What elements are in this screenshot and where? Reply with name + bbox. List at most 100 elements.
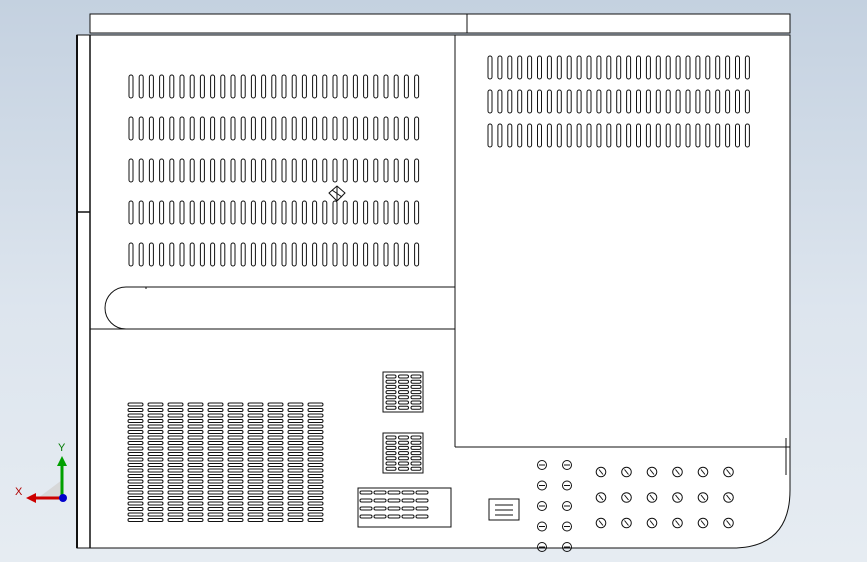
- small-port-hole: [537, 460, 547, 470]
- upper-left-vent-slot: [179, 242, 185, 267]
- lower-grille-slot: [207, 402, 224, 407]
- upper-left-vent-slot: [383, 242, 389, 267]
- upper-left-vent-slot: [199, 242, 205, 267]
- small-vent-mid-slot: [398, 461, 409, 466]
- lower-grille-slot: [167, 408, 184, 412]
- lower-grille-slot: [187, 441, 204, 445]
- lower-grille-slot: [227, 435, 244, 440]
- upper-left-vent-slot: [342, 242, 348, 267]
- lower-grille-slot: [167, 512, 184, 517]
- lower-grille-slot: [147, 512, 164, 517]
- bottom-vent-slot: [359, 514, 373, 519]
- lower-grille-slot: [287, 430, 304, 434]
- upper-left-vent-slot: [148, 200, 154, 225]
- lower-grille-slot: [267, 512, 284, 517]
- upper-left-vent-slot: [363, 116, 369, 141]
- lower-grille-slot: [187, 413, 204, 418]
- lower-grille-slot: [187, 463, 204, 467]
- lower-grille-slot: [247, 463, 264, 467]
- lower-grille-slot: [167, 490, 184, 495]
- lower-grille-slot: [207, 441, 224, 445]
- small-port-hole: [562, 542, 572, 552]
- lower-grille-slot: [187, 457, 204, 462]
- upper-left-vent-slot: [414, 158, 420, 183]
- lower-grille-slot: [167, 507, 184, 511]
- lower-grille-slot: [287, 446, 304, 451]
- upper-right-vent-slot: [695, 55, 701, 80]
- upper-left-vent-slot: [301, 200, 307, 225]
- lower-grille-slot: [287, 463, 304, 467]
- lower-grille-slot: [187, 424, 204, 429]
- upper-right-vent-slot: [725, 89, 731, 114]
- lower-grille-slot: [307, 446, 324, 451]
- lower-grille-slot: [207, 413, 224, 418]
- upper-right-vent-slot: [586, 55, 592, 80]
- upper-left-vent-slot: [393, 74, 399, 99]
- upper-right-vent-slot: [566, 123, 572, 148]
- lower-grille-slot: [127, 479, 144, 484]
- small-vent-mid-slot: [410, 435, 422, 440]
- enclosure-part[interactable]: [76, 13, 791, 552]
- lower-grille-slot: [307, 468, 324, 473]
- upper-right-vent-slot: [586, 123, 592, 148]
- round-port-mark: [700, 469, 706, 475]
- lower-grille-slot: [227, 485, 244, 489]
- round-port-mark: [726, 469, 731, 475]
- lower-grille-slot: [227, 441, 244, 445]
- upper-right-vent-slot: [725, 55, 731, 80]
- lower-grille-slot: [207, 518, 224, 522]
- lower-grille-slot: [267, 496, 284, 500]
- upper-right-vent-slot: [675, 123, 681, 148]
- upper-right-vent-slot: [655, 89, 661, 114]
- upper-right-vent-slot: [705, 89, 711, 114]
- upper-left-vent-slot: [342, 74, 348, 99]
- round-port-mark: [675, 520, 680, 526]
- upper-right-vent-slot: [616, 89, 622, 114]
- upper-right-vent-slot: [626, 123, 632, 148]
- small-vent-mid-slot: [410, 456, 422, 461]
- upper-left-vent-slot: [169, 74, 175, 99]
- upper-right-vent-slot: [735, 55, 740, 80]
- small-vent-mid-frame: [382, 432, 424, 474]
- upper-left-vent-slot: [281, 116, 287, 141]
- upper-left-vent-slot: [332, 158, 338, 183]
- upper-left-vent-slot: [138, 242, 144, 267]
- upper-left-vent-slot: [332, 116, 338, 141]
- upper-left-vent-slot: [363, 74, 369, 99]
- lower-grille-slot: [227, 413, 244, 418]
- lower-grille-slot: [127, 446, 144, 451]
- round-port-hole: [723, 517, 734, 529]
- lower-grille-slot: [207, 507, 224, 511]
- upper-left-vent-slot: [281, 242, 287, 267]
- lower-grille-slot: [267, 430, 284, 434]
- lower-grille-slot: [207, 501, 224, 506]
- upper-right-vent-slot: [606, 123, 612, 148]
- lower-grille-slot: [307, 424, 324, 429]
- upper-left-vent-slot: [169, 116, 175, 141]
- small-vent-mid-slot: [385, 435, 397, 440]
- upper-left-vent-slot: [210, 200, 216, 225]
- upper-left-vent-slot: [373, 242, 379, 267]
- bottom-vent-slot: [373, 514, 387, 519]
- upper-right-vent-slot: [616, 55, 622, 80]
- lower-grille-slot: [127, 424, 144, 429]
- bottom-vent-slot: [373, 498, 387, 503]
- bottom-vent-slot: [359, 490, 373, 495]
- lower-grille-slot: [307, 430, 324, 434]
- bottom-vent-slot: [373, 490, 387, 495]
- small-port-hole: [537, 521, 547, 532]
- upper-left-vent-slot: [159, 242, 165, 267]
- upper-right-vent-slot: [636, 55, 641, 80]
- upper-left-vent-slot: [342, 158, 348, 183]
- upper-left-vent-slot: [128, 242, 134, 267]
- upper-left-vent-slot: [403, 242, 409, 267]
- lower-grille-slot: [167, 441, 184, 445]
- lower-grille-slot: [227, 507, 244, 511]
- lower-grille-slot: [287, 408, 304, 412]
- upper-left-vent-slot: [220, 200, 226, 225]
- upper-right-vent-slot: [705, 123, 711, 148]
- upper-left-vent-slot: [393, 158, 399, 183]
- lower-grille-slot: [227, 402, 244, 407]
- small-port-hole: [562, 480, 572, 491]
